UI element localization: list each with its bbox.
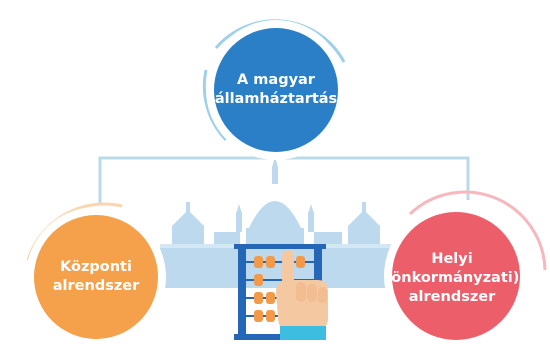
- connector-line: [98, 156, 470, 205]
- node-left: [26, 202, 166, 347]
- parliament-icon: [160, 156, 405, 288]
- hand-icon: [276, 250, 328, 340]
- node-right-label: Helyi (önkormányzati) alrendszer: [384, 250, 520, 305]
- node-top-label: A magyar államháztartás: [214, 72, 338, 107]
- node-right: [384, 190, 547, 348]
- node-left-label: Központi alrendszer: [52, 259, 140, 294]
- node-top: [202, 19, 346, 160]
